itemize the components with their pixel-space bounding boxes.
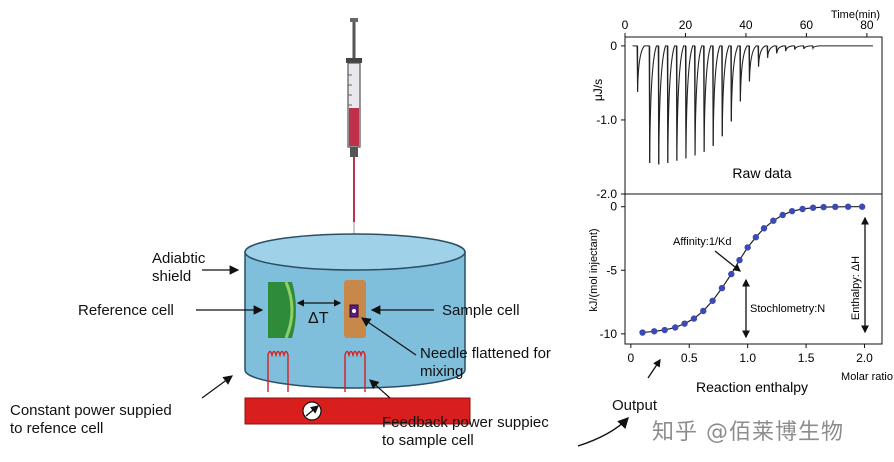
enthalpy-x-tick-label: 0.5: [681, 351, 698, 365]
raw-time-label: Time(min): [831, 9, 880, 21]
enthalpy-title: Reaction enthalpy: [696, 379, 808, 395]
enthalpy-data-point: [858, 203, 866, 210]
enthalpy-y-tick-label: -5: [606, 263, 617, 277]
enthalpy-data-point: [844, 203, 852, 210]
enthalpy-data-point: [672, 324, 679, 331]
enthalpy-data-point: [799, 205, 806, 213]
needle-line-1: Needle flattened for: [420, 345, 551, 362]
enthalpy-data-point: [639, 329, 646, 336]
needle-line-2: mixing: [420, 363, 464, 380]
enthalpy-x-tick-label: 2.0: [856, 351, 873, 365]
enthalpy-data-point: [760, 225, 768, 232]
enthalpy-data-point: [651, 328, 658, 335]
enthalpy-y-tick-label: -10: [600, 327, 618, 341]
raw-y-tick-label: -2.0: [596, 187, 617, 201]
raw-x-tick-label: 0: [622, 18, 629, 32]
affinity-label: Affinity:1/Kd: [673, 236, 732, 248]
sample-cell-label: Sample cell: [442, 302, 520, 319]
watermark: 知乎 @佰莱博生物: [652, 420, 844, 445]
enthalpy-data-point: [752, 234, 760, 241]
enthalpy-y-tick-label: 0: [610, 200, 617, 214]
adiabatic-shield-label: Adiabtic shield: [152, 250, 205, 286]
heater-coils: [267, 350, 366, 392]
enthalpy-data-point: [709, 297, 716, 304]
feedback-power-line-1: Feedback power suppiec: [382, 414, 549, 431]
raw-x-tick-label: 80: [860, 18, 874, 32]
enthalpy-annotation: Enthalpy: ΔH: [850, 256, 862, 320]
enthalpy-data-point: [809, 204, 817, 211]
enthalpy-plot-frame: [624, 193, 883, 345]
syringe-liquid: [349, 108, 359, 146]
enthalpy-data-point: [690, 315, 698, 322]
molar-ratio-label: Molar ratio: [841, 371, 893, 383]
constant-power-line-2: to refence cell: [10, 420, 104, 437]
adiabatic-shield-line-1: Adiabtic: [152, 250, 206, 267]
feedback-power-label: Feedback power suppiec to sample cell: [382, 414, 549, 450]
raw-x-tick-label: 20: [679, 18, 693, 32]
enthalpy-data-point: [744, 244, 751, 251]
enthalpy-data-point: [700, 307, 707, 315]
enthalpy-data-point: [728, 270, 735, 278]
enthalpy-y-label: kJ/(mol injectant): [588, 228, 600, 311]
enthalpy-data-point: [779, 211, 786, 219]
delta-t-label: ΔT: [308, 310, 329, 327]
raw-y-tick-label: -1.0: [596, 113, 617, 127]
enthalpy-data-point: [832, 203, 839, 211]
enthalpy-data-point: [788, 207, 796, 215]
raw-x-tick-label: 60: [800, 18, 814, 32]
enthalpy-x-tick-label: 1.0: [739, 351, 756, 365]
needle-label: Needle flattened for mixing: [420, 345, 551, 381]
raw-y-label: μJ/s: [591, 79, 605, 101]
adiabatic-shield-line-2: shield: [152, 268, 192, 285]
enthalpy-data-point: [681, 320, 688, 327]
raw-title: Raw data: [732, 165, 791, 181]
enthalpy-x-tick-label: 1.5: [798, 351, 815, 365]
constant-power-line-1: Constant power suppied: [10, 402, 172, 419]
enthalpy-data-point: [820, 203, 827, 211]
raw-x-tick-label: 40: [739, 18, 753, 32]
enthalpy-data-point: [718, 284, 726, 292]
constant-power-label: Constant power suppied to refence cell: [10, 402, 172, 438]
heater-bar: [244, 397, 471, 425]
enthalpy-x-tick-label: 0: [627, 351, 634, 365]
raw-y-tick-label: 0: [610, 39, 617, 53]
output-label: Output: [612, 397, 658, 414]
stoichiometry-label: Stochlometry:N: [750, 303, 825, 315]
feedback-power-line-2: to sample cell: [382, 432, 474, 449]
reference-cell-label: Reference cell: [78, 302, 174, 319]
enthalpy-data-point: [661, 326, 668, 334]
enthalpy-data-point: [736, 256, 743, 264]
enthalpy-data-point: [770, 217, 777, 224]
